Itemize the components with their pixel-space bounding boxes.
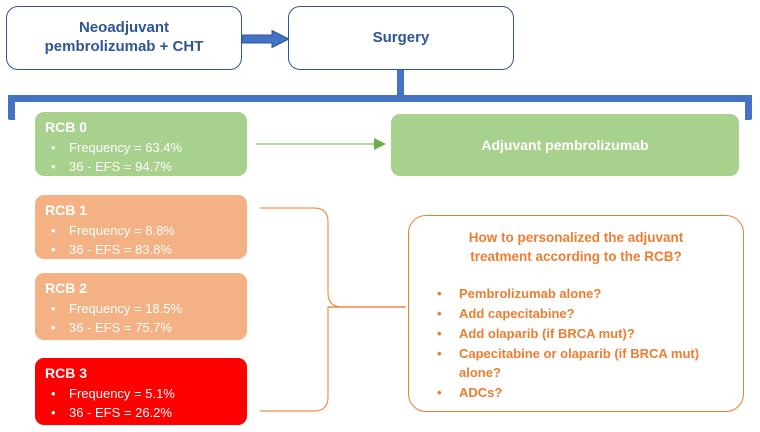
list-item: • Frequency = 8.8% (45, 221, 237, 241)
rcb-1-frequency: Frequency = 8.8% (69, 222, 175, 238)
right-arrow-icon (242, 30, 290, 48)
question-heading-line-1: How to personalized the adjuvant (468, 230, 684, 245)
bullet-icon: • (51, 242, 56, 258)
adjuvant-question-box: How to personalized the adjuvant treatme… (408, 215, 744, 412)
bullet-icon: • (437, 306, 442, 322)
green-right-arrow-icon (256, 138, 386, 150)
question-option-2: Add olaparib (if BRCA mut)? (459, 325, 635, 341)
rcb-0-title: RCB 0 (45, 119, 88, 135)
list-item: • Add capecitabine? (423, 304, 729, 324)
surgery-box: Surgery (288, 6, 514, 70)
rcb-3-efs: 36 - EFS = 26.2% (69, 405, 172, 421)
list-item: • Frequency = 5.1% (45, 384, 237, 404)
rcb-1-title: RCB 1 (45, 202, 88, 218)
list-item: • Pembrolizumab alone? (423, 284, 729, 304)
curly-brace-icon (260, 207, 406, 412)
rcb-0-stats: • Frequency = 63.4% • 36 - EFS = 94.7% (45, 138, 237, 177)
bracket-stem (397, 70, 404, 100)
bullet-icon: • (51, 222, 56, 238)
bullet-icon: • (51, 159, 56, 175)
question-option-0: Pembrolizumab alone? (459, 286, 602, 302)
bullet-icon: • (51, 405, 56, 421)
bullet-icon: • (51, 385, 56, 401)
bullet-icon: • (437, 345, 442, 361)
question-option-1: Add capecitabine? (459, 306, 575, 322)
adjuvant-label: Adjuvant pembrolizumab (481, 137, 649, 153)
list-item: • 36 - EFS = 26.2% (45, 403, 237, 423)
list-item: • Add olaparib (if BRCA mut)? (423, 324, 729, 344)
question-option-4: ADCs? (459, 385, 503, 401)
neoadjuvant-treatment-box: Neoadjuvant pembrolizumab + CHT (6, 6, 242, 70)
question-heading: How to personalized the adjuvant treatme… (423, 228, 729, 266)
rcb-1-efs: 36 - EFS = 83.8% (69, 242, 172, 258)
neoadjuvant-line-2: pembrolizumab + CHT (44, 38, 204, 55)
list-item: • Frequency = 63.4% (45, 138, 237, 158)
list-item: • Frequency = 18.5% (45, 299, 237, 319)
question-options-list: • Pembrolizumab alone? • Add capecitabine?… (423, 284, 729, 403)
rcb-1-stats: • Frequency = 8.8% • 36 - EFS = 83.8% (45, 221, 237, 260)
list-item: • 36 - EFS = 83.8% (45, 240, 237, 260)
adjuvant-pembrolizumab-box: Adjuvant pembrolizumab (391, 114, 739, 176)
bullet-icon: • (437, 385, 442, 401)
surgery-label: Surgery (372, 28, 430, 46)
rcb-0-frequency: Frequency = 63.4% (69, 139, 183, 155)
bracket-horizontal (8, 95, 752, 102)
question-heading-line-2: treatment according to the RCB? (470, 249, 682, 265)
rcb-1-box: RCB 1 • Frequency = 8.8% • 36 - EFS = 83.8… (35, 195, 247, 259)
neoadjuvant-line-1: Neoadjuvant (78, 19, 169, 37)
bullet-icon: • (51, 139, 56, 155)
list-item: • 36 - EFS = 75.7% (45, 318, 237, 338)
rcb-3-title: RCB 3 (45, 365, 88, 381)
rcb-2-frequency: Frequency = 18.5% (69, 300, 183, 316)
list-item: • ADCs? (423, 383, 729, 403)
rcb-3-box: RCB 3 • Frequency = 5.1% • 36 - EFS = 26.2… (35, 358, 247, 425)
list-item: • Capecitabine or olaparib (if BRCA mut) … (423, 344, 729, 384)
rcb-2-box: RCB 2 • Frequency = 18.5% • 36 - EFS = 75.… (35, 273, 247, 340)
rcb-0-efs: 36 - EFS = 94.7% (69, 159, 172, 175)
rcb-0-box: RCB 0 • Frequency = 63.4% • 36 - EFS = 94.… (35, 112, 247, 176)
bracket-right-drop (745, 95, 752, 120)
rcb-2-efs: 36 - EFS = 75.7% (69, 320, 172, 336)
question-option-3: Capecitabine or olaparib (if BRCA mut) a… (459, 345, 700, 381)
rcb-3-stats: • Frequency = 5.1% • 36 - EFS = 26.2% (45, 384, 237, 423)
rcb-3-frequency: Frequency = 5.1% (69, 385, 175, 401)
bullet-icon: • (437, 325, 442, 341)
bullet-icon: • (437, 286, 442, 302)
bracket-left-drop (8, 95, 15, 120)
rcb-2-stats: • Frequency = 18.5% • 36 - EFS = 75.7% (45, 299, 237, 338)
list-item: • 36 - EFS = 94.7% (45, 157, 237, 177)
bullet-icon: • (51, 320, 56, 336)
rcb-2-title: RCB 2 (45, 280, 88, 296)
bullet-icon: • (51, 300, 56, 316)
